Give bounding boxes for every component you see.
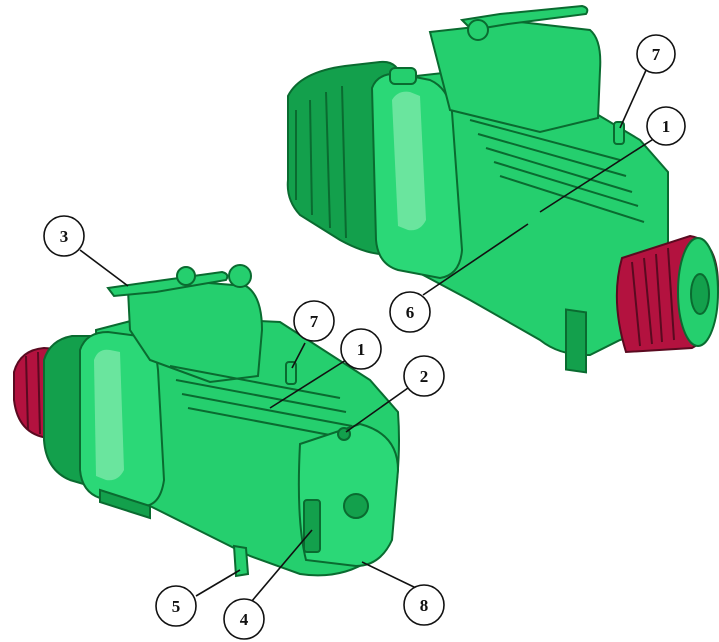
top-unit-pulley-hub <box>690 273 710 315</box>
callout-label: 1 <box>662 117 671 136</box>
leader-lines <box>79 67 656 609</box>
callout-bottom-3: 3 <box>43 215 85 257</box>
bottom-unit-foot <box>99 488 151 520</box>
callout-label: 7 <box>310 312 319 331</box>
leader-bottom-4 <box>245 529 313 609</box>
callout-top-6: 6 <box>389 291 431 333</box>
callout-bottom-7: 7 <box>293 300 335 342</box>
callout-bottom-5: 5 <box>155 585 197 627</box>
top-unit-lever-pivot <box>467 19 489 41</box>
callout-top-7: 7 <box>636 34 676 74</box>
leader-bottom-5 <box>195 569 241 597</box>
bottom-unit-end-cap-logo <box>343 493 369 519</box>
leader-top-6 <box>422 223 529 296</box>
top-unit-top-ribs <box>469 119 645 223</box>
top-unit-fitting <box>613 121 625 145</box>
top-unit-head <box>428 20 602 134</box>
leader-bottom-3 <box>79 249 129 287</box>
callout-label: 5 <box>172 597 181 616</box>
callouts: 7 1 6 3 7 1 2 5 <box>43 34 686 640</box>
leader-bottom-1 <box>269 359 347 409</box>
leader-bottom-2 <box>345 387 409 433</box>
callout-label: 7 <box>652 45 661 64</box>
bottom-unit-drain <box>232 544 250 578</box>
bottom-unit-lever-pivot <box>176 266 196 286</box>
callout-label: 2 <box>420 367 429 386</box>
callout-bottom-8: 8 <box>403 584 445 626</box>
callout-label: 6 <box>406 303 415 322</box>
top-unit-lever[interactable] <box>459 4 589 32</box>
leader-top-7 <box>619 67 648 129</box>
leader-bottom-8 <box>361 561 417 589</box>
callout-top-1: 1 <box>646 106 686 146</box>
top-unit-rear-fins <box>295 85 347 239</box>
callout-label: 3 <box>60 227 69 246</box>
top-unit-tank-highlight <box>392 91 426 231</box>
top-unit-pulley-grooves <box>631 247 675 347</box>
bottom-unit-fitting <box>285 361 297 385</box>
bottom-unit-head-cap <box>228 264 252 288</box>
callout-bottom-1: 1 <box>340 328 382 370</box>
top-unit-panel-slot <box>565 308 587 374</box>
bottom-unit-tank-highlight <box>94 349 124 481</box>
callout-bottom-4: 4 <box>223 598 265 640</box>
top-unit-tank-cap <box>389 67 417 85</box>
callout-label: 8 <box>420 596 429 615</box>
leader-bottom-7 <box>291 342 306 369</box>
callout-bottom-2: 2 <box>403 355 445 397</box>
top-unit <box>286 4 719 374</box>
bottom-unit-end-cap <box>297 422 400 568</box>
bottom-unit-lever[interactable] <box>106 270 229 298</box>
callout-label: 1 <box>357 340 366 359</box>
bottom-unit <box>13 264 400 578</box>
leader-top-1 <box>539 137 656 213</box>
bottom-unit-sight-glass <box>303 499 321 553</box>
callout-label: 4 <box>240 610 249 629</box>
